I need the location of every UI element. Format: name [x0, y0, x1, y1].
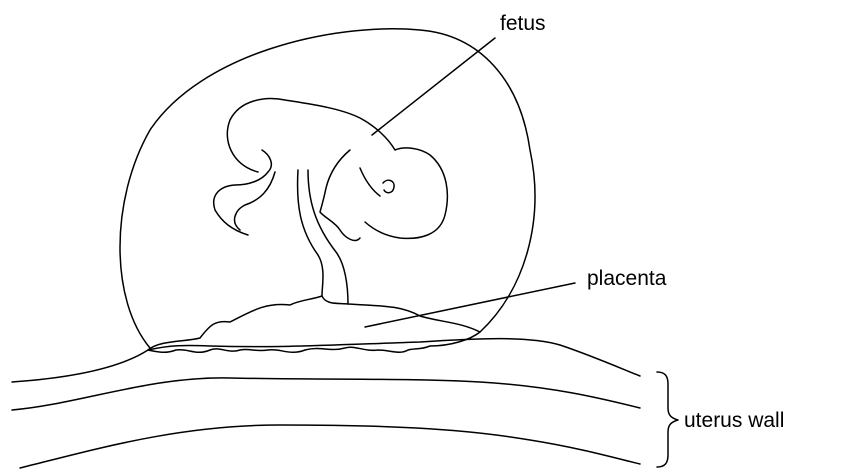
fetus-leg-upper — [214, 150, 272, 235]
fetus-pointer-line — [372, 38, 495, 135]
fetus-neck — [360, 168, 380, 196]
fetus-body — [227, 99, 447, 239]
fetus-leg-lower — [235, 172, 275, 230]
uterus-wall-label: uterus wall — [684, 409, 784, 432]
placenta-label: placenta — [587, 267, 667, 290]
umbilical-cord-left — [298, 170, 323, 296]
uterus-wall-layer-bottom — [20, 425, 640, 468]
placenta-pointer-line — [365, 283, 575, 327]
amniotic-sac — [120, 29, 535, 348]
uterus-wall-layer-top — [12, 339, 640, 382]
uterus-wall-layer-middle — [12, 378, 640, 410]
fetus-label: fetus — [500, 12, 546, 35]
umbilical-cord-right — [308, 170, 348, 304]
fetus-arm — [320, 150, 360, 240]
uterus-wall-brace — [657, 372, 678, 467]
fetus-ear-icon — [383, 180, 394, 192]
placenta — [148, 296, 480, 352]
